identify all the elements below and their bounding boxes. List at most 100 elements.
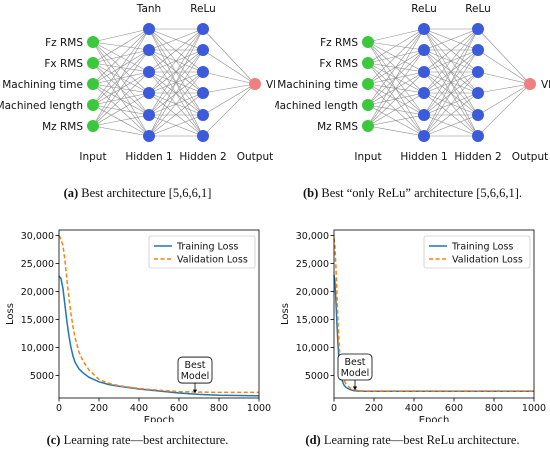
input-label: Fx RMS: [44, 58, 83, 70]
edge: [92, 71, 150, 127]
layer-label: Output: [512, 151, 548, 163]
input-node: [362, 36, 374, 48]
hidden-node: [418, 130, 430, 142]
x-tick-label: 200: [90, 403, 108, 414]
edge: [423, 28, 479, 73]
hidden-node: [143, 130, 155, 142]
hidden-node: [143, 66, 155, 78]
edge: [367, 28, 425, 64]
edge: [148, 49, 204, 137]
activation-label: ReLu: [190, 3, 216, 15]
x-tick-label: 400: [130, 403, 148, 414]
edge: [367, 28, 425, 106]
edge: [202, 83, 256, 116]
legend-box: [148, 235, 256, 269]
edge: [367, 62, 425, 116]
annotation-arrowhead: [352, 386, 358, 390]
plot-frame: [333, 229, 535, 399]
edge: [148, 92, 204, 137]
activation-label: Tanh: [136, 3, 161, 15]
y-axis-label: Loss: [280, 303, 291, 325]
hidden-node: [418, 109, 430, 121]
y-tick-label: 15,000: [21, 315, 54, 326]
edge: [477, 49, 531, 85]
edge: [148, 28, 204, 116]
hidden-node: [143, 44, 155, 56]
x-tick-label: 600: [170, 403, 188, 414]
validation-loss-line: [58, 235, 259, 394]
edge: [92, 62, 150, 73]
edge: [202, 49, 256, 85]
edge: [367, 28, 425, 85]
caption-c: (c) Learning rate—best architecture.: [46, 433, 229, 447]
edge: [148, 28, 204, 94]
layer-label: Hidden 2: [454, 151, 501, 163]
input-node: [87, 120, 99, 132]
edge: [92, 92, 150, 127]
input-node: [362, 120, 374, 132]
x-tick-label: 800: [485, 403, 503, 414]
y-tick-label: 30,000: [296, 231, 329, 242]
edge: [92, 125, 150, 137]
caption-b: (b) Best “only ReLu” architecture [5,6,6…: [302, 186, 523, 200]
input-label: Fx RMS: [319, 58, 358, 70]
x-tick-label: 1000: [247, 403, 271, 414]
y-tick-label: 5000: [305, 371, 329, 382]
annotation-box: [177, 356, 213, 384]
input-label: Machining time: [2, 79, 83, 91]
hidden-node: [472, 109, 484, 121]
x-tick-label: 800: [210, 403, 228, 414]
edge: [92, 104, 150, 116]
hidden-node: [418, 87, 430, 99]
edge: [423, 28, 479, 94]
x-tick-label: 200: [365, 403, 383, 414]
hidden-node: [143, 87, 155, 99]
edge: [92, 49, 150, 127]
input-label: Mz RMS: [42, 121, 83, 133]
input-node: [87, 78, 99, 90]
edges-group: [92, 28, 256, 137]
annotation-label: Model: [181, 371, 210, 382]
hidden-node: [143, 23, 155, 35]
legend-label: Validation Loss: [452, 255, 523, 266]
input-node: [87, 57, 99, 69]
layer-label: Input: [79, 151, 106, 163]
y-tick-label: 30,000: [21, 231, 54, 242]
y-tick-label: 25,000: [296, 259, 329, 270]
y-tick-label: 25,000: [21, 259, 54, 270]
edge: [423, 71, 479, 137]
input-node: [87, 36, 99, 48]
x-tick-label: 400: [405, 403, 423, 414]
edge: [92, 41, 150, 116]
edge: [92, 28, 150, 106]
input-node: [362, 99, 374, 111]
plot-frame: [58, 229, 260, 399]
edge: [92, 71, 150, 106]
output-label: VB: [541, 79, 550, 91]
edges-group: [367, 28, 531, 137]
edge: [477, 83, 531, 94]
edge: [423, 49, 479, 137]
y-tick-label: 10,000: [21, 343, 54, 354]
annotation-box: [337, 353, 373, 381]
edge: [148, 28, 204, 137]
edge: [477, 28, 531, 85]
input-label: Fz RMS: [45, 37, 83, 49]
edge: [367, 28, 425, 43]
output-label: VB: [266, 79, 275, 91]
edge: [423, 28, 479, 116]
x-tick-label: 0: [331, 403, 337, 414]
input-label: Fz RMS: [320, 37, 358, 49]
edge: [148, 114, 204, 137]
hidden-node: [418, 44, 430, 56]
edge: [367, 92, 425, 127]
x-axis-label: Epoch: [419, 415, 450, 422]
x-axis-label: Epoch: [144, 415, 175, 422]
output-node: [524, 78, 536, 90]
edge: [367, 28, 425, 127]
edge: [367, 104, 425, 116]
edge: [92, 28, 150, 43]
edge: [92, 28, 150, 127]
